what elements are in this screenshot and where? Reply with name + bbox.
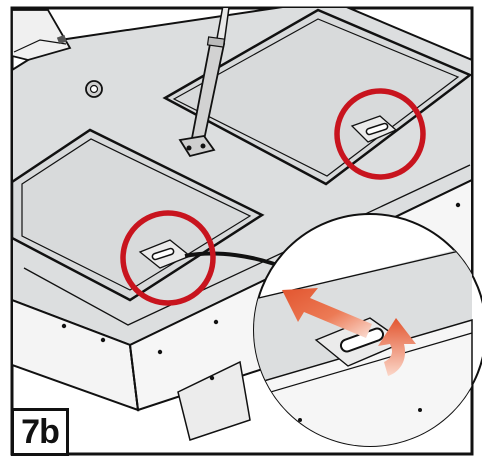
panel-rear — [162, 8, 472, 186]
knob-icon — [85, 80, 103, 98]
zoom-detail — [253, 213, 482, 447]
highlight-ring-rear — [334, 88, 426, 180]
highlight-ring-front — [120, 210, 216, 306]
handle-recess-rear — [350, 115, 398, 143]
panel-front — [12, 128, 265, 302]
hinge-housing — [12, 9, 72, 61]
motion-arrow-curved-icon — [378, 318, 416, 376]
motion-arrow-double-icon — [282, 288, 372, 338]
gas-strut-icon — [178, 8, 230, 158]
step-label: 7b — [11, 408, 69, 456]
underside-bracket — [177, 360, 251, 441]
